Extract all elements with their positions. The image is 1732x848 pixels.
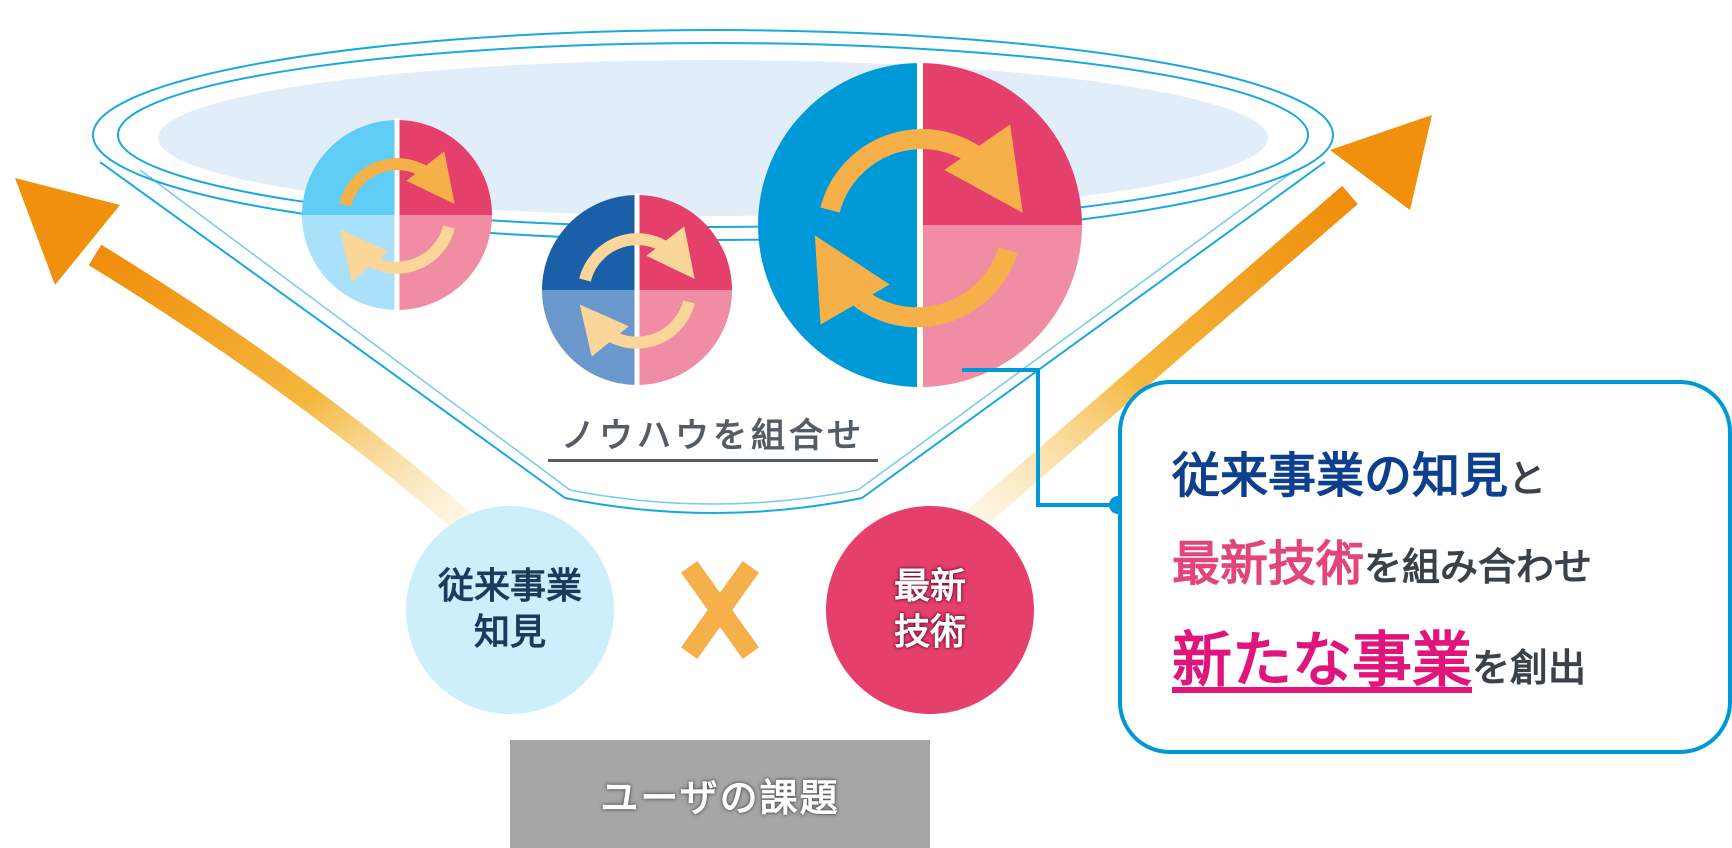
callout-line3-rest: を創出	[1472, 646, 1587, 690]
knowhow-circle-small-a	[302, 118, 492, 312]
callout-line-2: 最新技術を組み合わせ	[1172, 524, 1592, 594]
cycle-arrows-icon	[579, 226, 695, 357]
new-tech-label-line2: 技術	[893, 612, 966, 653]
user-issue-box: ユーザの課題	[510, 740, 930, 848]
callout-new-tech: 最新技術	[1172, 536, 1365, 592]
legacy-knowledge-label: 従来事業 知見	[405, 505, 615, 715]
new-tech-label: 最新 技術	[825, 505, 1035, 715]
callout-line2-rest: を組み合わせ	[1364, 545, 1593, 589]
callout-line1-rest: と	[1508, 457, 1547, 501]
knowhow-combine-label: ノウハウを組合せ	[548, 408, 878, 462]
cross-icon	[681, 561, 759, 659]
cycle-arrows-icon	[339, 151, 455, 282]
legacy-knowledge-label-line2: 知見	[473, 612, 546, 653]
callout-new-business: 新たな事業	[1172, 626, 1472, 696]
legacy-knowledge-label-line1: 従来事業	[437, 566, 582, 607]
cycle-arrows-icon	[814, 124, 1023, 328]
new-tech-circle	[826, 506, 1034, 714]
right-up-arrow-icon	[957, 115, 1432, 538]
new-tech-label-line1: 最新	[893, 566, 966, 607]
callout-connector	[962, 368, 1127, 514]
callout-line-3: 新たな事業を創出	[1172, 612, 1586, 699]
legacy-knowledge-circle	[406, 506, 614, 714]
left-up-arrow-icon	[15, 178, 478, 538]
callout-legacy-knowledge: 従来事業の知見	[1172, 448, 1509, 504]
summary-callout: 従来事業の知見と 最新技術を組み合わせ 新たな事業を創出	[1118, 380, 1732, 754]
callout-line-1: 従来事業の知見と	[1172, 436, 1546, 506]
